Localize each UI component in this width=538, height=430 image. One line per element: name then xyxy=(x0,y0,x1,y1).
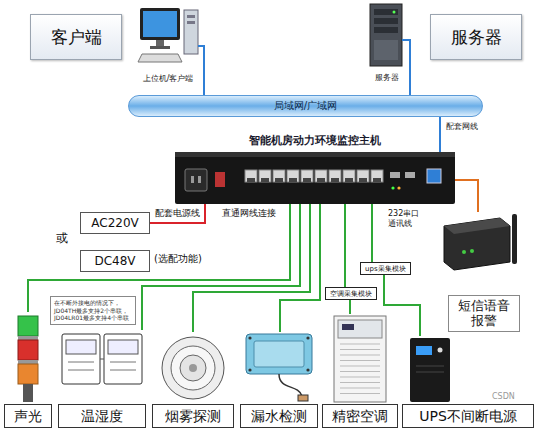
device-label: 声光 xyxy=(4,404,52,428)
annotation: (选配功能) xyxy=(154,252,202,266)
device-label: 温湿度 xyxy=(58,404,146,428)
annotation: 上位机/客户端 xyxy=(138,73,198,84)
connector xyxy=(344,204,346,287)
node-label: AC220V xyxy=(91,216,139,230)
module-box: 空调采集模块 xyxy=(325,287,377,300)
node-label: 局域网/广域网 xyxy=(274,99,337,113)
device-column: 漏水检测 xyxy=(240,332,318,428)
alarm-device: 短信语音报警 xyxy=(440,212,528,332)
connector xyxy=(455,180,478,212)
connector-label: 232串口 通讯线 xyxy=(388,209,424,228)
connector xyxy=(439,117,441,152)
device-label: 烟雾探测 xyxy=(152,404,234,428)
connector xyxy=(142,204,300,330)
note-box: 在不断外接电的情况下， JD04TH最多支持2个串联， JD04LR01最多支持… xyxy=(50,296,136,325)
node-label: DC48V xyxy=(94,254,135,268)
annotation-holder: 或 xyxy=(56,230,68,247)
device-column: 烟雾探测 xyxy=(152,332,234,428)
connector xyxy=(384,275,420,336)
module-box: ups采集模块 xyxy=(360,262,411,275)
annotation: CSDN xyxy=(492,392,515,401)
connector-label-holder: 232串口 通讯线 xyxy=(388,209,424,228)
device-label: 短信语音报警 xyxy=(448,295,520,332)
connector xyxy=(349,300,351,314)
note-text: 在不断外接电的情况下， JD04TH最多支持2个串联， JD04LR01最多支持… xyxy=(54,299,132,322)
connector xyxy=(150,204,205,223)
node-label: 空调采集模块 xyxy=(330,289,372,299)
annotation: 或 xyxy=(56,230,68,247)
device-column: 声光 xyxy=(4,312,52,428)
device-label: UPS不间断电源 xyxy=(402,404,534,428)
power-box: DC48V xyxy=(80,250,150,272)
server-icon xyxy=(370,4,402,66)
host-heading: 智能机房动力环境监控主机 xyxy=(175,133,455,148)
group-box: 客户端 xyxy=(30,14,122,60)
node-label: 客户端 xyxy=(51,26,102,49)
annotation-holder: 服务器 xyxy=(370,72,404,83)
device-column: 精密空调 xyxy=(322,314,398,428)
annotation: 直通网线连接 xyxy=(222,207,276,220)
annotation: 服务器 xyxy=(370,72,404,83)
power-box: AC220V xyxy=(80,212,150,234)
connector xyxy=(193,204,310,332)
connector-label-holder: 配套电源线 xyxy=(155,207,200,220)
node-label: ups采集模块 xyxy=(365,264,406,274)
client-computer-icon xyxy=(138,8,198,62)
connector xyxy=(371,204,373,262)
host-icon xyxy=(175,152,455,204)
connector-label: 配套电源线 xyxy=(155,207,200,220)
network-band: 局域网/广域网 xyxy=(128,95,483,117)
monitor-host: 智能机房动力环境监控主机 xyxy=(175,152,455,204)
node-label: 服务器 xyxy=(451,26,502,49)
device-column: 温湿度 xyxy=(58,330,146,428)
device-label: 精密空调 xyxy=(322,404,398,428)
device-label: 漏水检测 xyxy=(240,404,318,428)
network-wire xyxy=(402,40,410,95)
annotation-holder: CSDN xyxy=(492,392,515,401)
group-box: 服务器 xyxy=(430,14,522,60)
connector-label: 配套网线 xyxy=(446,121,478,132)
annotation-holder: 直通网线连接 xyxy=(222,207,276,220)
device-column: UPS不间断电源 xyxy=(402,336,534,428)
connector xyxy=(280,204,320,332)
connector-label-holder: 配套网线 xyxy=(446,121,478,132)
annotation-holder: (选配功能) xyxy=(154,252,202,266)
network-wire xyxy=(198,46,204,95)
annotation-holder: 上位机/客户端 xyxy=(138,73,198,84)
